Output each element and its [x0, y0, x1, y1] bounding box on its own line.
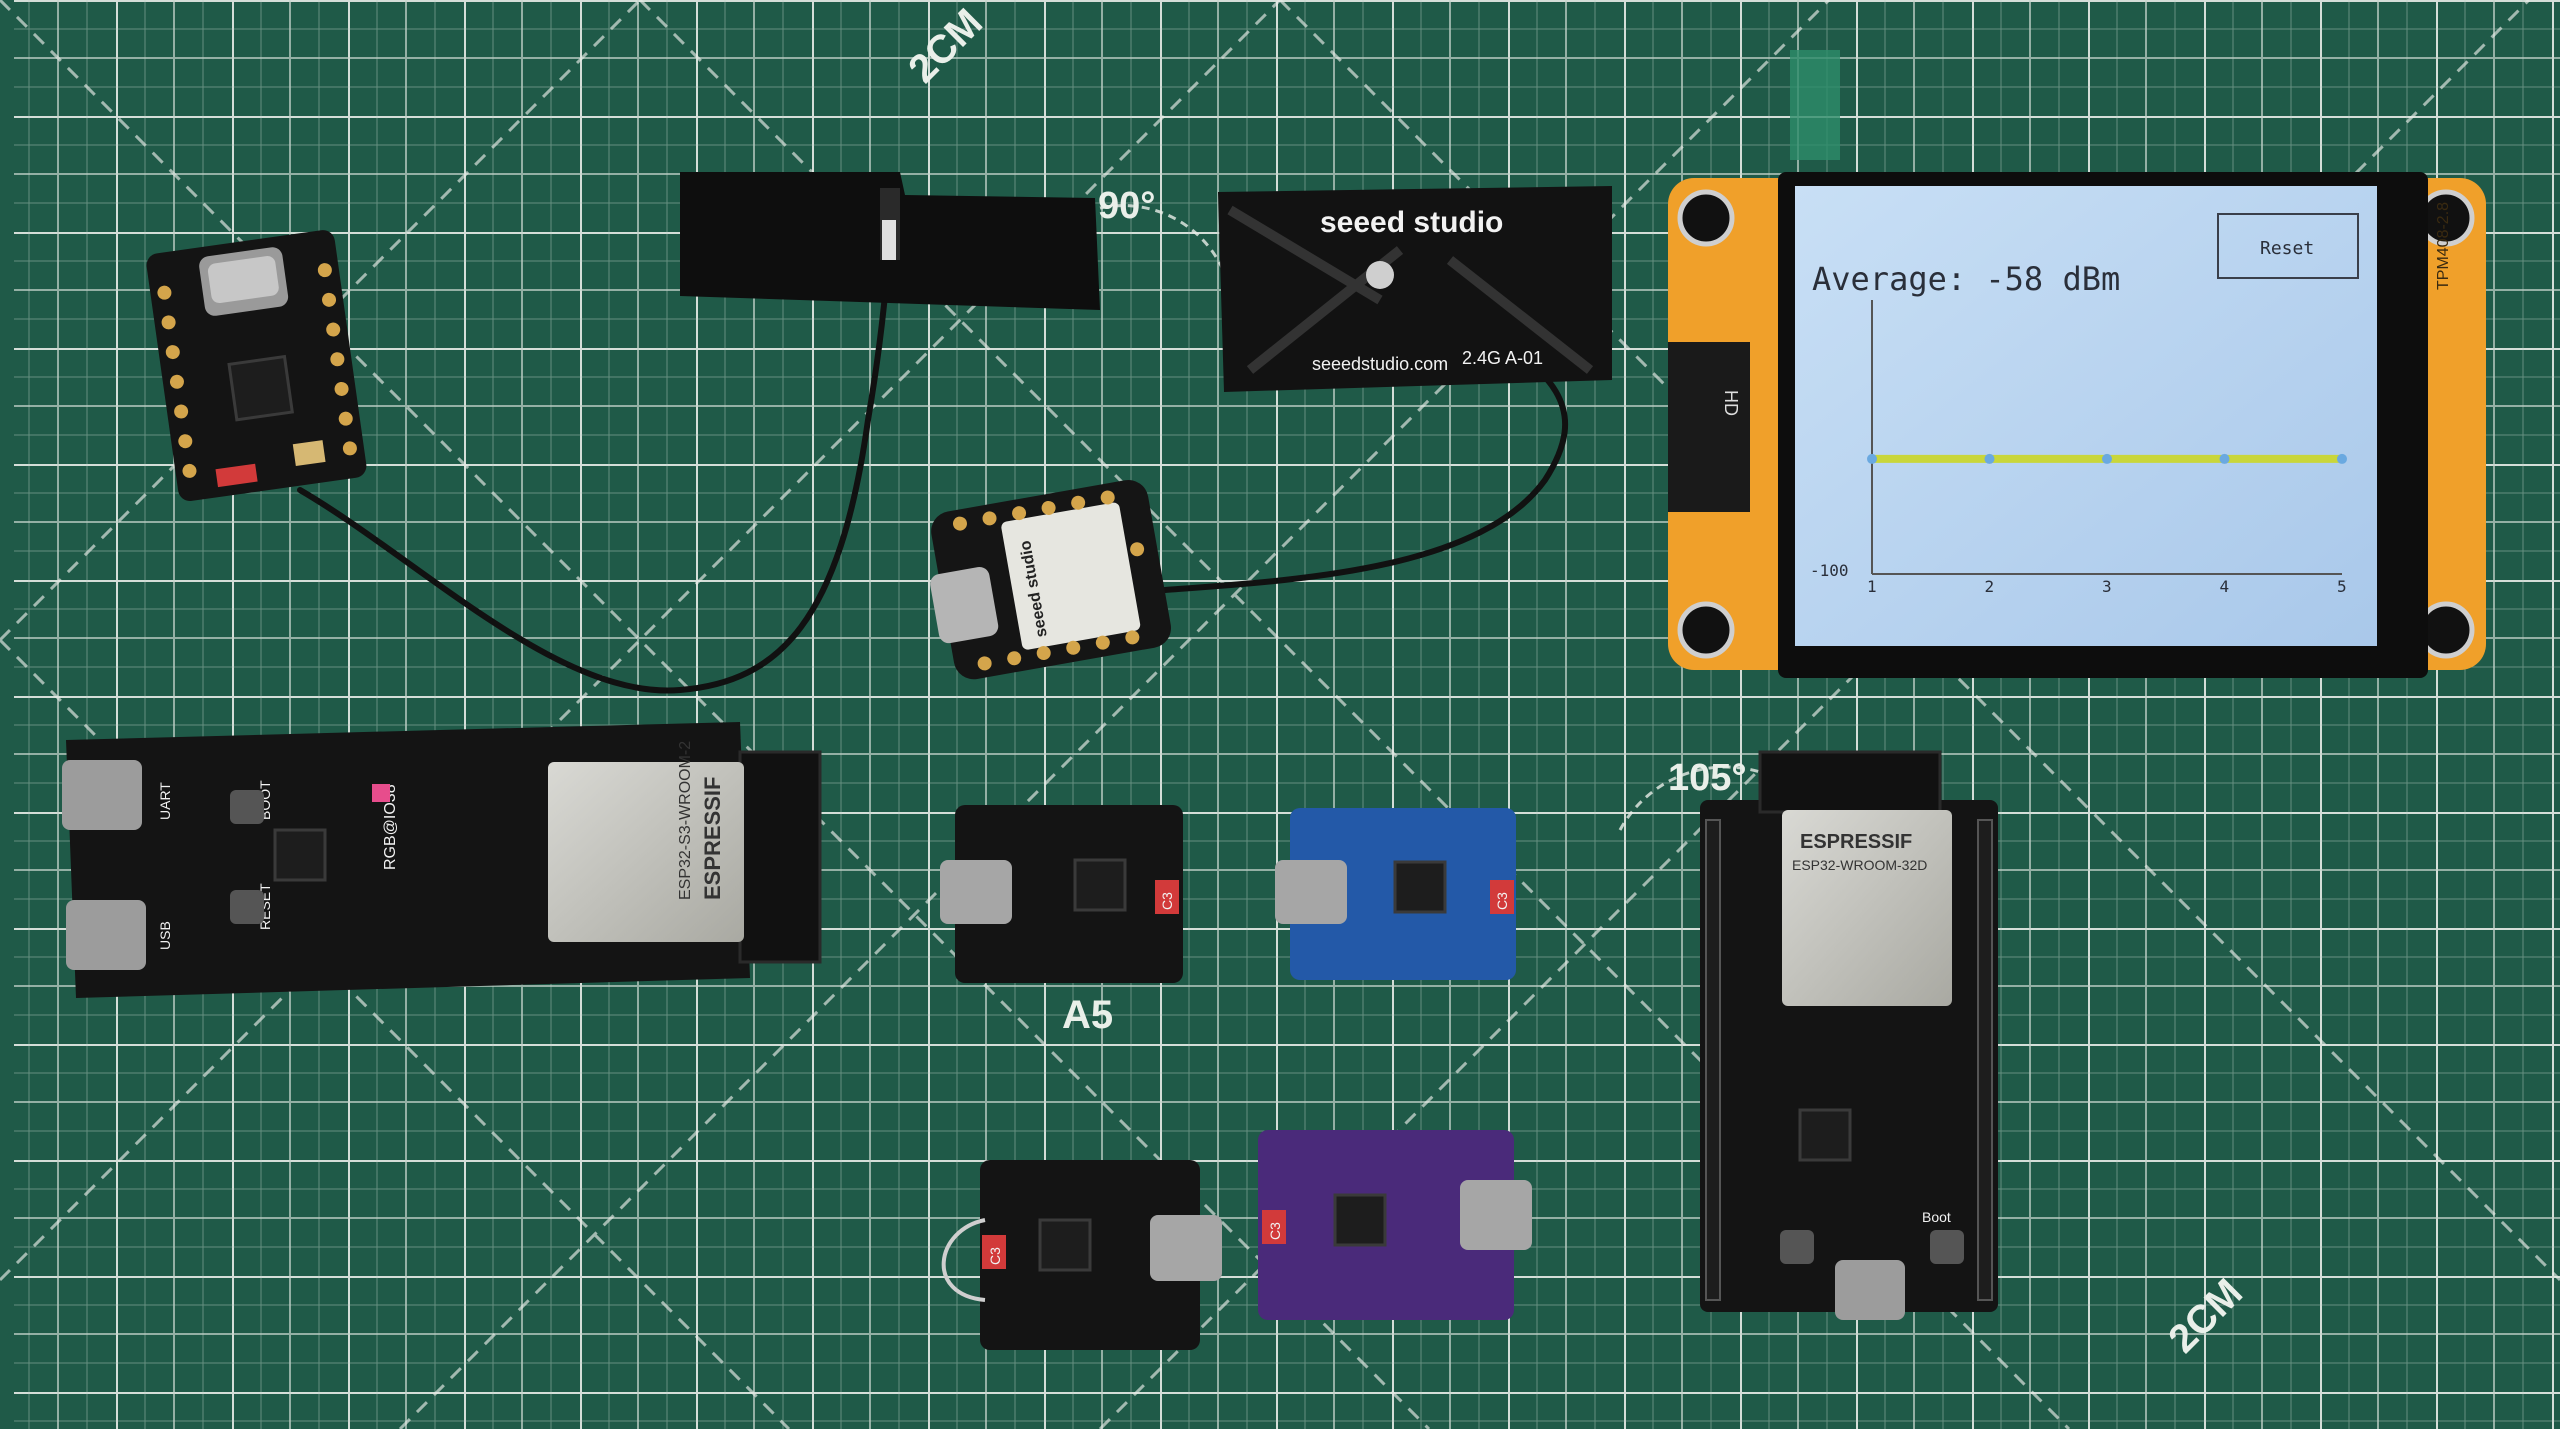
antenna-brand-text: seeed studio [1320, 206, 1503, 239]
c3-purple-chip-label: C3 [1267, 1222, 1283, 1240]
chart-x-tick-label: 2 [1985, 577, 1995, 596]
wroom-antenna-area [1758, 750, 1942, 814]
c3-blue-chip-label: C3 [1494, 892, 1510, 910]
display-hd-label: HD [1721, 390, 1741, 416]
s3-module-text: ESP32-S3-WROOM-2 [677, 741, 694, 900]
s3-module [548, 762, 744, 942]
board-c3-blue: C3 [1275, 808, 1516, 980]
display-average-text: Average: -58 dBm [1812, 260, 2120, 298]
board-esp32-s3-devkit: ESPRESSIF ESP32-S3-WROOM-2 RGB@IO38 UART… [62, 722, 822, 998]
board-xiao: seeed studio [930, 479, 1172, 680]
usb-port-usb [66, 900, 146, 970]
c3-black-bottom-chip-label: C3 [987, 1247, 1003, 1265]
s3-uart-label: UART [157, 782, 173, 820]
mat-label-angle-105: 105° [1668, 757, 1747, 799]
antenna-site-text: seeedstudio.com [1312, 354, 1448, 374]
wroom-boot-label: Boot [1922, 1209, 1951, 1225]
board-esp32-wroom32d-devkit: ESPRESSIF ESP32-WROOM-32D Boot [1700, 750, 1998, 1320]
wroom-vendor-text: ESPRESSIF [1800, 831, 1912, 853]
chart-point [1867, 453, 1877, 464]
c3-black-top-chip-label: C3 [1159, 892, 1175, 910]
chart-y-min-label: -100 [1810, 561, 1849, 580]
s3-antenna-area [738, 750, 822, 964]
wroom-module-text: ESP32-WROOM-32D [1792, 857, 1927, 873]
wroom-usb-port [1835, 1260, 1905, 1320]
flat-antenna-black [680, 172, 1100, 310]
s3-rgb-label: RGB@IO38 [382, 784, 399, 870]
flat-antenna-seeed: seeed studio seeedstudio.com 2.4G A-01 [1218, 186, 1612, 392]
display-chart: -100 1 2 3 4 5 [1810, 300, 2347, 596]
display-reset-button[interactable]: Reset [2217, 213, 2359, 279]
s3-usb-label: USB [157, 921, 173, 950]
antenna-cable-left [297, 227, 893, 694]
s3-vendor-text: ESPRESSIF [700, 777, 725, 900]
board-c3-black-bottom: C3 [941, 1160, 1222, 1350]
display-lcd [1795, 186, 2377, 646]
chart-x-tick-label: 4 [2220, 577, 2230, 596]
chart-x-tick-label: 3 [2102, 577, 2112, 596]
wroom-module [1782, 810, 1952, 1006]
chart-x-tick-label: 1 [1867, 577, 1877, 596]
usb-port-uart [62, 760, 142, 830]
chart-point [1984, 453, 1995, 464]
board-c3-black-top: C3 [940, 805, 1183, 983]
board-c3-purple: C3 [1258, 1130, 1532, 1320]
display-reset-label: Reset [2260, 238, 2314, 259]
chart-point [2337, 453, 2347, 464]
chart-x-tick-label: 5 [2337, 577, 2347, 596]
board-tiny-topleft [146, 230, 367, 502]
chart-point [2219, 453, 2230, 464]
mat-label-a5: A5 [1062, 993, 1113, 1037]
mat-label-angle-90: 90° [1098, 185, 1155, 227]
display-module: HD TPM408-2.8 Average: -58 dBm Reset -10… [1668, 50, 2486, 678]
antenna-model-text: 2.4G A-01 [1462, 348, 1543, 368]
chart-point [2102, 453, 2112, 464]
display-side-label: TPM408-2.8 [2435, 202, 2452, 290]
